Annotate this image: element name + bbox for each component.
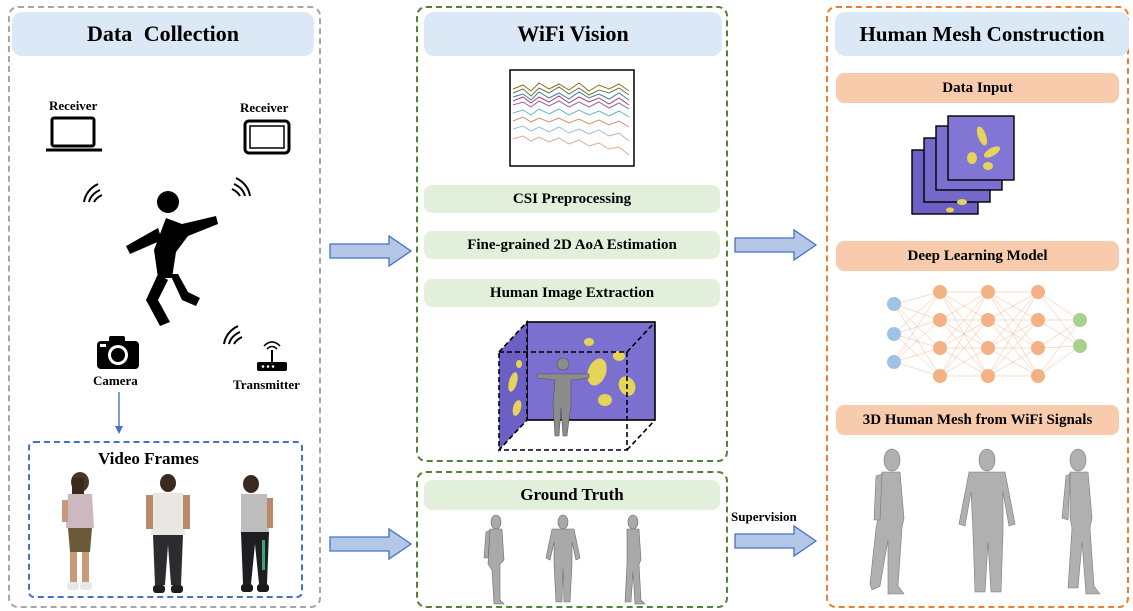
laptop-icon xyxy=(46,116,102,152)
arrow-wifi-to-mesh xyxy=(734,228,818,262)
output-mesh-2 xyxy=(958,448,1016,593)
csi-waveform-plot xyxy=(509,69,635,167)
output-mesh-3 xyxy=(1061,448,1101,595)
data-collection-panel xyxy=(8,6,321,608)
video-frame-person-1 xyxy=(62,472,94,590)
supervision-label: Supervision xyxy=(731,509,797,524)
transmitter-label: Transmitter xyxy=(233,377,300,392)
step-aoa-estimation: Fine-grained 2D AoA Estimation xyxy=(424,231,720,259)
ground-truth-mesh-1 xyxy=(483,514,505,605)
router-icon xyxy=(257,341,287,371)
camera-label: Camera xyxy=(93,373,138,388)
ground-truth-panel xyxy=(416,471,728,608)
tablet-icon xyxy=(243,119,291,155)
arrow-supervision xyxy=(734,524,818,558)
ground-truth-mesh-2 xyxy=(545,514,581,603)
video-frame-person-3 xyxy=(241,475,273,592)
mesh-output-label: 3D Human Mesh from WiFi Signals xyxy=(836,405,1119,435)
step-csi-preprocessing: CSI Preprocessing xyxy=(424,185,720,213)
deep-learning-model-label: Deep Learning Model xyxy=(836,241,1119,271)
data-input-label: Data Input xyxy=(836,73,1119,103)
human-mesh-panel xyxy=(826,6,1129,608)
neural-network-diagram xyxy=(887,285,1087,383)
wifi-vision-title: WiFi Vision xyxy=(424,12,722,56)
ground-truth-title: Ground Truth xyxy=(424,480,720,510)
receiver-left-label: Receiver xyxy=(49,98,98,113)
receiver-right-label: Receiver xyxy=(240,100,289,115)
camera-to-frames-arrow xyxy=(115,392,123,434)
video-frame-person-2 xyxy=(146,474,190,593)
heatmap-stack xyxy=(911,115,1015,215)
camera-icon xyxy=(97,336,139,369)
wifi-wave-icon xyxy=(83,183,103,203)
output-mesh-1 xyxy=(869,448,905,595)
wifi-vision-panel xyxy=(416,6,728,462)
person-icon xyxy=(126,191,218,326)
ground-truth-mesh-3 xyxy=(624,514,646,605)
video-frames-title: Video Frames xyxy=(98,449,199,468)
arrow-collection-to-wifi xyxy=(329,234,413,268)
aoa-heatmap-cube xyxy=(498,319,656,453)
data-collection-title: Data Collection xyxy=(12,12,314,56)
wifi-wave-icon xyxy=(231,177,251,197)
step-human-image-extraction: Human Image Extraction xyxy=(424,279,720,307)
human-mesh-title: Human Mesh Construction xyxy=(835,12,1129,56)
video-frames-box xyxy=(28,441,303,598)
arrow-frames-to-groundtruth xyxy=(329,527,413,561)
wifi-wave-icon xyxy=(223,325,243,345)
